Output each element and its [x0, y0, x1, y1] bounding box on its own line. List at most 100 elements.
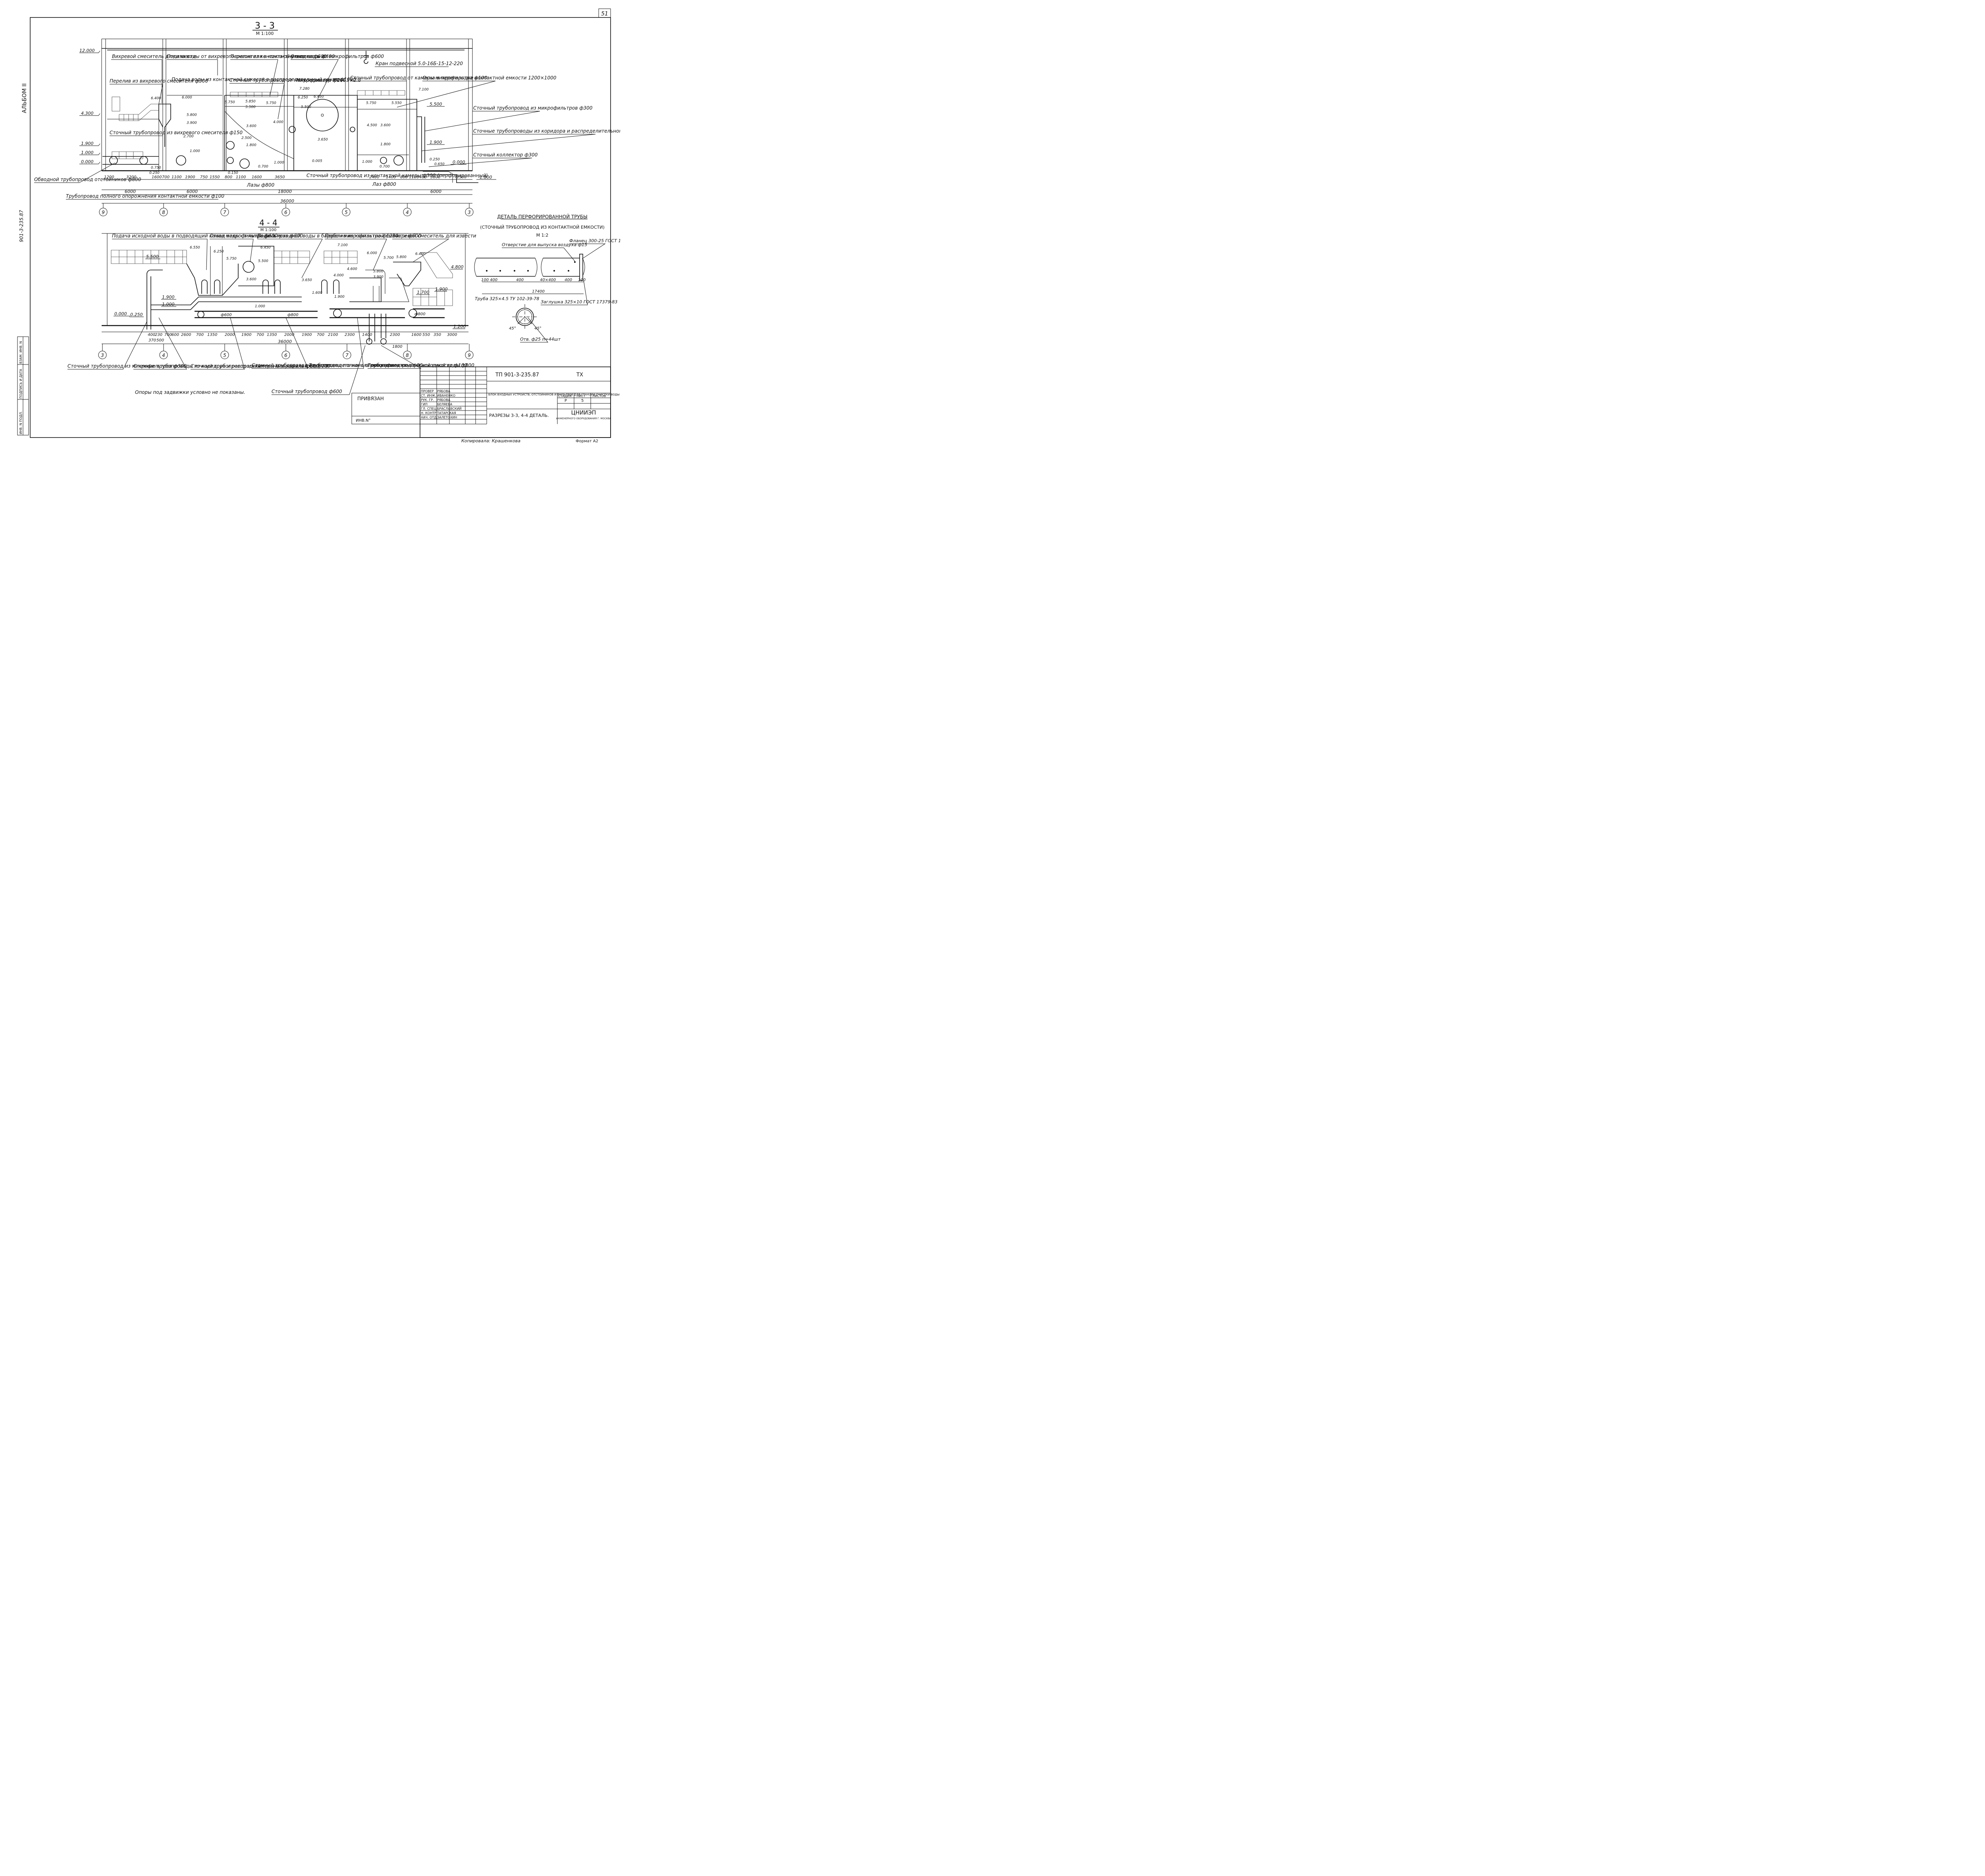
name-3: БЕЛЯЕВА — [437, 403, 453, 406]
dim33-7: 1550 — [210, 175, 220, 179]
mark-44-7: 1.600 — [312, 291, 322, 295]
stage-label: СТАДИЯ — [558, 394, 572, 398]
axis-44-3: 6 — [284, 353, 287, 358]
dim33-10: 1600 — [252, 175, 262, 179]
pipe-44-1: ф800 — [287, 313, 299, 317]
mark-33-10: 5.500 — [245, 105, 256, 109]
el-33-1900: 1.900 — [81, 141, 94, 146]
role-0: ПРОВЕР — [421, 389, 434, 393]
dim44-14: 2100 — [328, 333, 338, 337]
mark-33-28: 1.800 — [380, 143, 391, 147]
el-33-0000: 0.000 — [81, 159, 94, 164]
dim33-11: 3650 — [275, 175, 285, 179]
mark-44-15: 4.600 — [347, 267, 357, 271]
label-33-1: Подача воды от вихревого смесителя в кон… — [167, 54, 335, 59]
sheet-label: ЛИСТ — [576, 394, 586, 398]
pipe-44-0: ф600 — [221, 313, 232, 317]
el-33-1000: 1.000 — [81, 150, 94, 155]
el-33-0000b: 0.000 — [453, 160, 465, 165]
sheets-label: ЛИСТОВ — [592, 394, 606, 398]
detail-label-1: Фланец 300-25 ГОСТ 12820-80 — [569, 238, 620, 243]
label-33-16: Трубопровод полного опорожнения контактн… — [66, 193, 224, 199]
mark-33-8: 5.750 — [225, 100, 235, 104]
mark-33-0: 6.400 — [151, 96, 161, 100]
dim44-21: 3000 — [447, 333, 457, 337]
dim33-r2-2: 18000 — [278, 189, 292, 194]
el-44-1900b: 1.900 — [435, 287, 448, 292]
mark-33-27: 3.600 — [380, 123, 391, 127]
dim44-4: 2600 — [181, 333, 191, 337]
stage-value: Р — [565, 399, 567, 403]
label-44-11: Сточный трубопровод ф600 — [272, 389, 342, 394]
detail-total: 17400 — [532, 289, 545, 294]
dim44-13: 700 — [317, 333, 324, 337]
mark-33-26: 4.500 — [367, 123, 377, 127]
label-33-7: Сточный трубопровод от микрофильтра ф200 — [229, 77, 346, 83]
dim44-7: 2000 — [225, 333, 235, 337]
dim33-13: 1400 — [386, 175, 396, 179]
dim33-5: 1900 — [185, 175, 195, 179]
doc-code: ТП 901-3-235.87 — [495, 372, 539, 378]
axis-44-0: 3 — [101, 353, 104, 358]
mark-33-24: 5.750 — [366, 101, 376, 105]
label-44-5: Сточный трубопровод из микрофильтров ф30… — [67, 363, 187, 369]
mark-33-15: 1.800 — [246, 143, 256, 147]
dim44-1: 230 — [155, 333, 162, 337]
mark-33-18: 0.150 — [228, 171, 238, 175]
detail-subtitle: (СТОЧНЫЙ ТРУБОПРОВОД ИЗ КОНТАКТНОЙ ЕМКОС… — [480, 225, 604, 230]
axis-33-1: 8 — [162, 210, 165, 215]
detail-dim-2: 400 — [516, 278, 524, 282]
doc-description-text: БЛОК ВХОДНЫХ УСТРОЙСТВ, ОТСТОЙНИКОВ И ФИ… — [488, 393, 620, 396]
detail-label-3: Заглушка 325×10 ГОСТ 17379-83 — [541, 299, 617, 305]
el-33-12000: 12.000 — [79, 48, 95, 53]
dim33-9: 1100 — [236, 175, 246, 179]
detail-label-4: Отв. ф25 n=44шт — [520, 337, 561, 342]
dim44-12: 1900 — [302, 333, 312, 337]
dim33-8: 800 — [225, 175, 232, 179]
label-44-0: Подача исходной воды в подводящий канал … — [112, 233, 278, 239]
label-33-13: Сточный коллектор ф300 — [473, 152, 538, 158]
label-44-2: Подача исходной воды в барабан микрофиль… — [257, 233, 399, 239]
dim44-17: 2300 — [390, 333, 400, 337]
el-44-1700: 1.700 — [417, 290, 430, 295]
dim33-15: 1100 — [409, 175, 419, 179]
section-4-4-scale: М 1:100 — [260, 228, 277, 232]
doc-description: БЛОК ВХОДНЫХ УСТРОЙСТВ, ОТСТОЙНИКОВ И ФИ… — [488, 393, 620, 396]
name-0: РЯБОВА — [437, 389, 451, 393]
label-44-4: Вихревой смеситель для извести — [392, 233, 476, 239]
doc-mark: ТХ — [576, 372, 583, 378]
dim33-16: 400 — [419, 175, 427, 179]
mark-33-4: 2.700 — [183, 135, 194, 139]
dim44-18: 1600 — [411, 333, 421, 337]
side-stamp-inv: ИНВ. N ПОДЛ. — [19, 411, 23, 434]
mark-33-21: 5.500 — [301, 105, 311, 109]
dim44-sub-1: 500 — [156, 338, 164, 343]
label-33-5: Перелив из вихревого смесителя ф300 — [110, 78, 208, 84]
label-33-14: Сточный трубопровод из вихревого смесите… — [110, 130, 243, 135]
dim44-11: 2000 — [284, 333, 294, 337]
label-33-2: Перелив из контактной емкости ф600 — [230, 54, 327, 59]
mark-33-30: 0.700 — [380, 165, 390, 169]
label-44-12: Опоры под задвижки условно не показаны. — [135, 389, 245, 395]
dim33-4: 1100 — [172, 175, 181, 179]
mark-44-1: 6.250 — [214, 250, 224, 254]
el-44-5500: 5.500 — [146, 254, 159, 259]
mark-33-31: 0.250 — [430, 158, 440, 162]
axis-44-6: 9 — [468, 353, 471, 358]
mark-33-29: 1.000 — [362, 160, 372, 164]
axis-44-2: 5 — [223, 353, 226, 358]
dim33-r2-0: 6000 — [125, 189, 136, 194]
dim44-0: 400 — [148, 333, 155, 337]
role-3: ГИП — [421, 403, 428, 406]
detail-dim-3: 40×400 — [540, 278, 556, 282]
dim44-15: 2300 — [345, 333, 355, 337]
label-33-18: Сточный трубопровод из контактной камеры… — [306, 173, 488, 178]
name-2: РЯБОВА — [437, 398, 451, 402]
pipe-44-2: ф800 — [414, 312, 426, 316]
label-33-10: Окна в перегородке контактной емкости 12… — [422, 75, 557, 81]
dim33-r2-1: 6000 — [187, 189, 198, 194]
name-1: ИВАНЕНКО — [437, 394, 455, 397]
mark-33-12: 4.000 — [273, 120, 283, 124]
drawing-sheet: 51 АЛЬБОМ II 901-3-235.87 ИНВ. N ПОДЛ. П… — [0, 0, 620, 445]
dim44-9: 700 — [256, 333, 264, 337]
